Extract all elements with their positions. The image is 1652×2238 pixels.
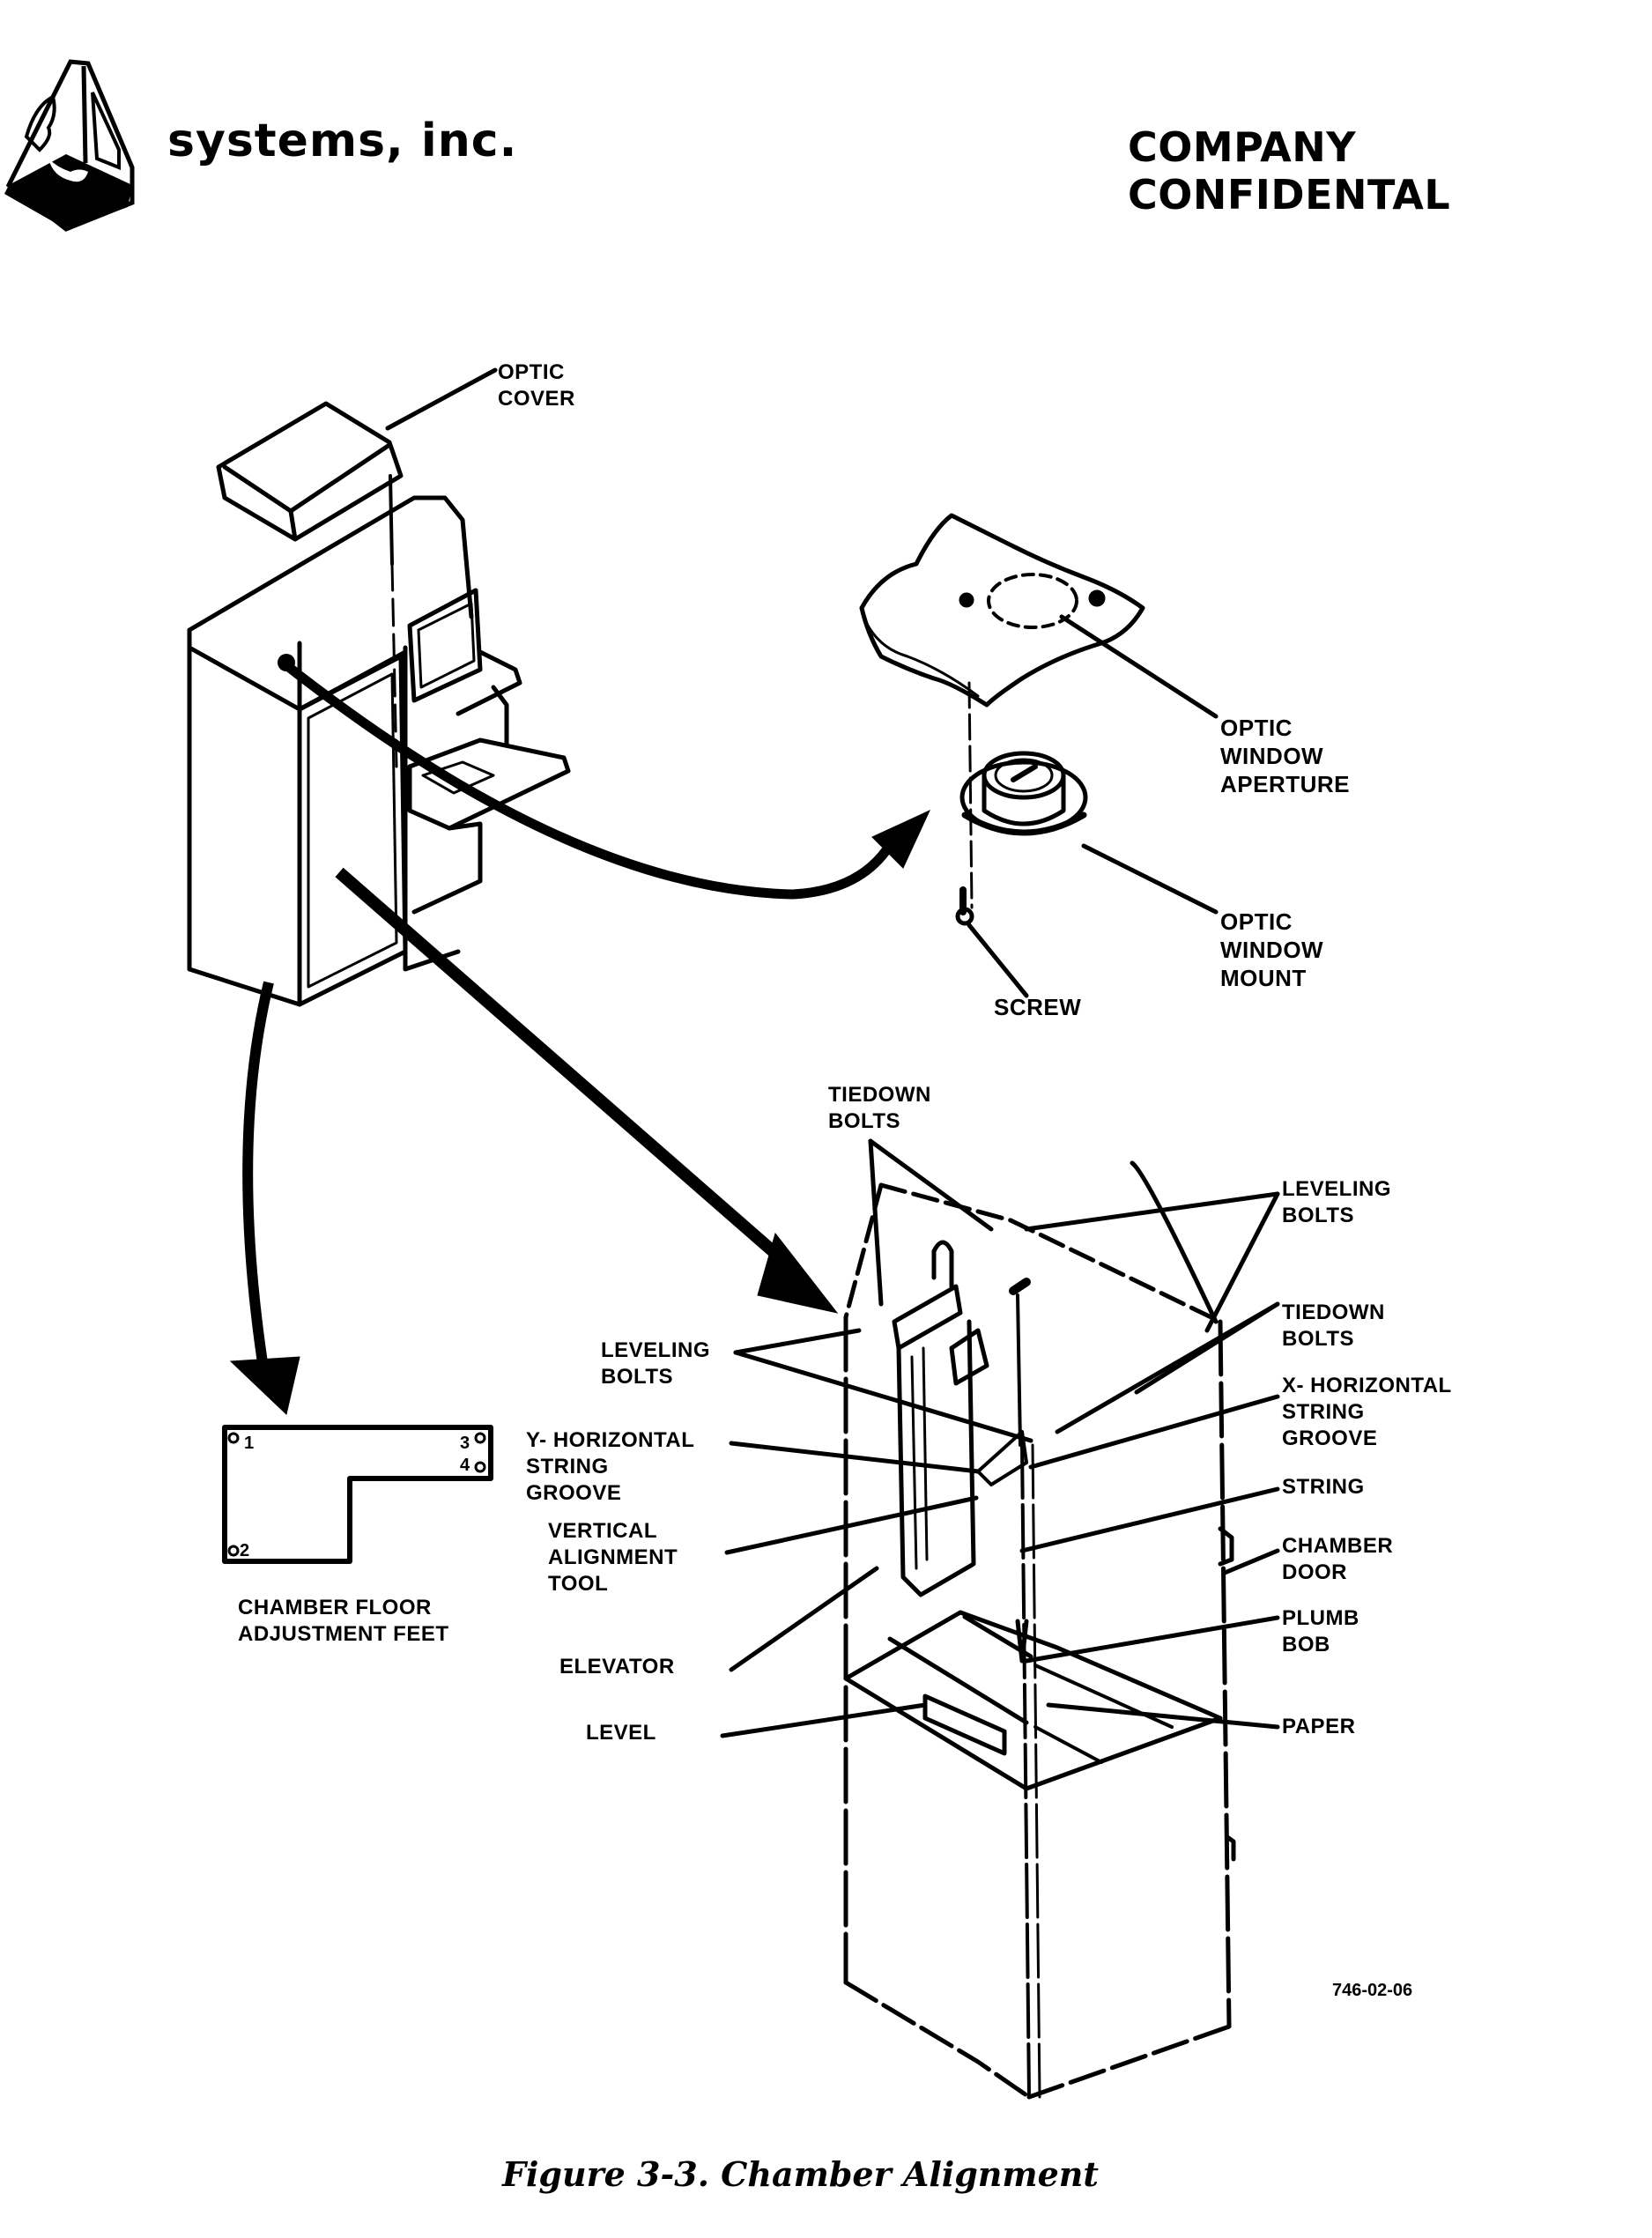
arrow-to-chamber — [339, 872, 793, 1269]
label-string: STRING — [1282, 1474, 1365, 1501]
label-tiedown-bolts-right: TIEDOWN BOLTS — [1282, 1300, 1385, 1352]
chamber-floor-footprint — [225, 1427, 491, 1561]
label-chamber-floor-adjustment-feet: CHAMBER FLOOR ADJUSTMENT FEET — [238, 1595, 449, 1648]
foot-number-1: 1 — [244, 1430, 255, 1456]
process-chamber — [846, 1163, 1233, 2097]
arrow-to-optic-window — [286, 665, 899, 894]
label-y-horizontal-string-groove: Y- HORIZONTAL STRING GROOVE — [526, 1427, 694, 1507]
label-elevator: ELEVATOR — [559, 1654, 675, 1680]
chamber-ceiling-plate — [862, 515, 1143, 705]
label-chamber-door: CHAMBER DOOR — [1282, 1533, 1393, 1586]
label-plumb-bob: PLUMB BOB — [1282, 1605, 1359, 1658]
label-vertical-alignment-tool: VERTICAL ALIGNMENT TOOL — [548, 1518, 678, 1597]
drawing-code: 746-02-06 — [1332, 1981, 1412, 2001]
label-optic-cover: OPTIC COVER — [498, 359, 575, 412]
label-paper: PAPER — [1282, 1714, 1355, 1740]
label-leveling-bolts-right: LEVELING BOLTS — [1282, 1176, 1391, 1229]
label-x-horizontal-string-groove: X- HORIZONTAL STRING GROOVE — [1282, 1373, 1452, 1452]
optic-cover-part — [219, 404, 401, 539]
label-tiedown-bolts-top: TIEDOWN BOLTS — [828, 1082, 931, 1135]
sla-machine-cabinet — [189, 498, 568, 1004]
label-level: LEVEL — [586, 1720, 656, 1746]
large-callout-arrows — [231, 665, 930, 1414]
label-optic-window-mount: OPTIC WINDOW MOUNT — [1220, 908, 1323, 992]
arrow-to-feet — [248, 982, 269, 1375]
optic-window-mount-part — [958, 753, 1085, 923]
arrow-head-feet — [231, 1357, 300, 1414]
label-screw: SCREW — [994, 993, 1081, 1021]
foot-number-2: 2 — [240, 1538, 250, 1564]
label-leveling-bolts-left: LEVELING BOLTS — [601, 1338, 710, 1390]
foot-number-4: 4 — [460, 1452, 470, 1478]
label-optic-window-aperture: OPTIC WINDOW APERTURE — [1220, 714, 1350, 798]
figure-caption: Figure 3-3. Chamber Alignment — [502, 2154, 1099, 2194]
